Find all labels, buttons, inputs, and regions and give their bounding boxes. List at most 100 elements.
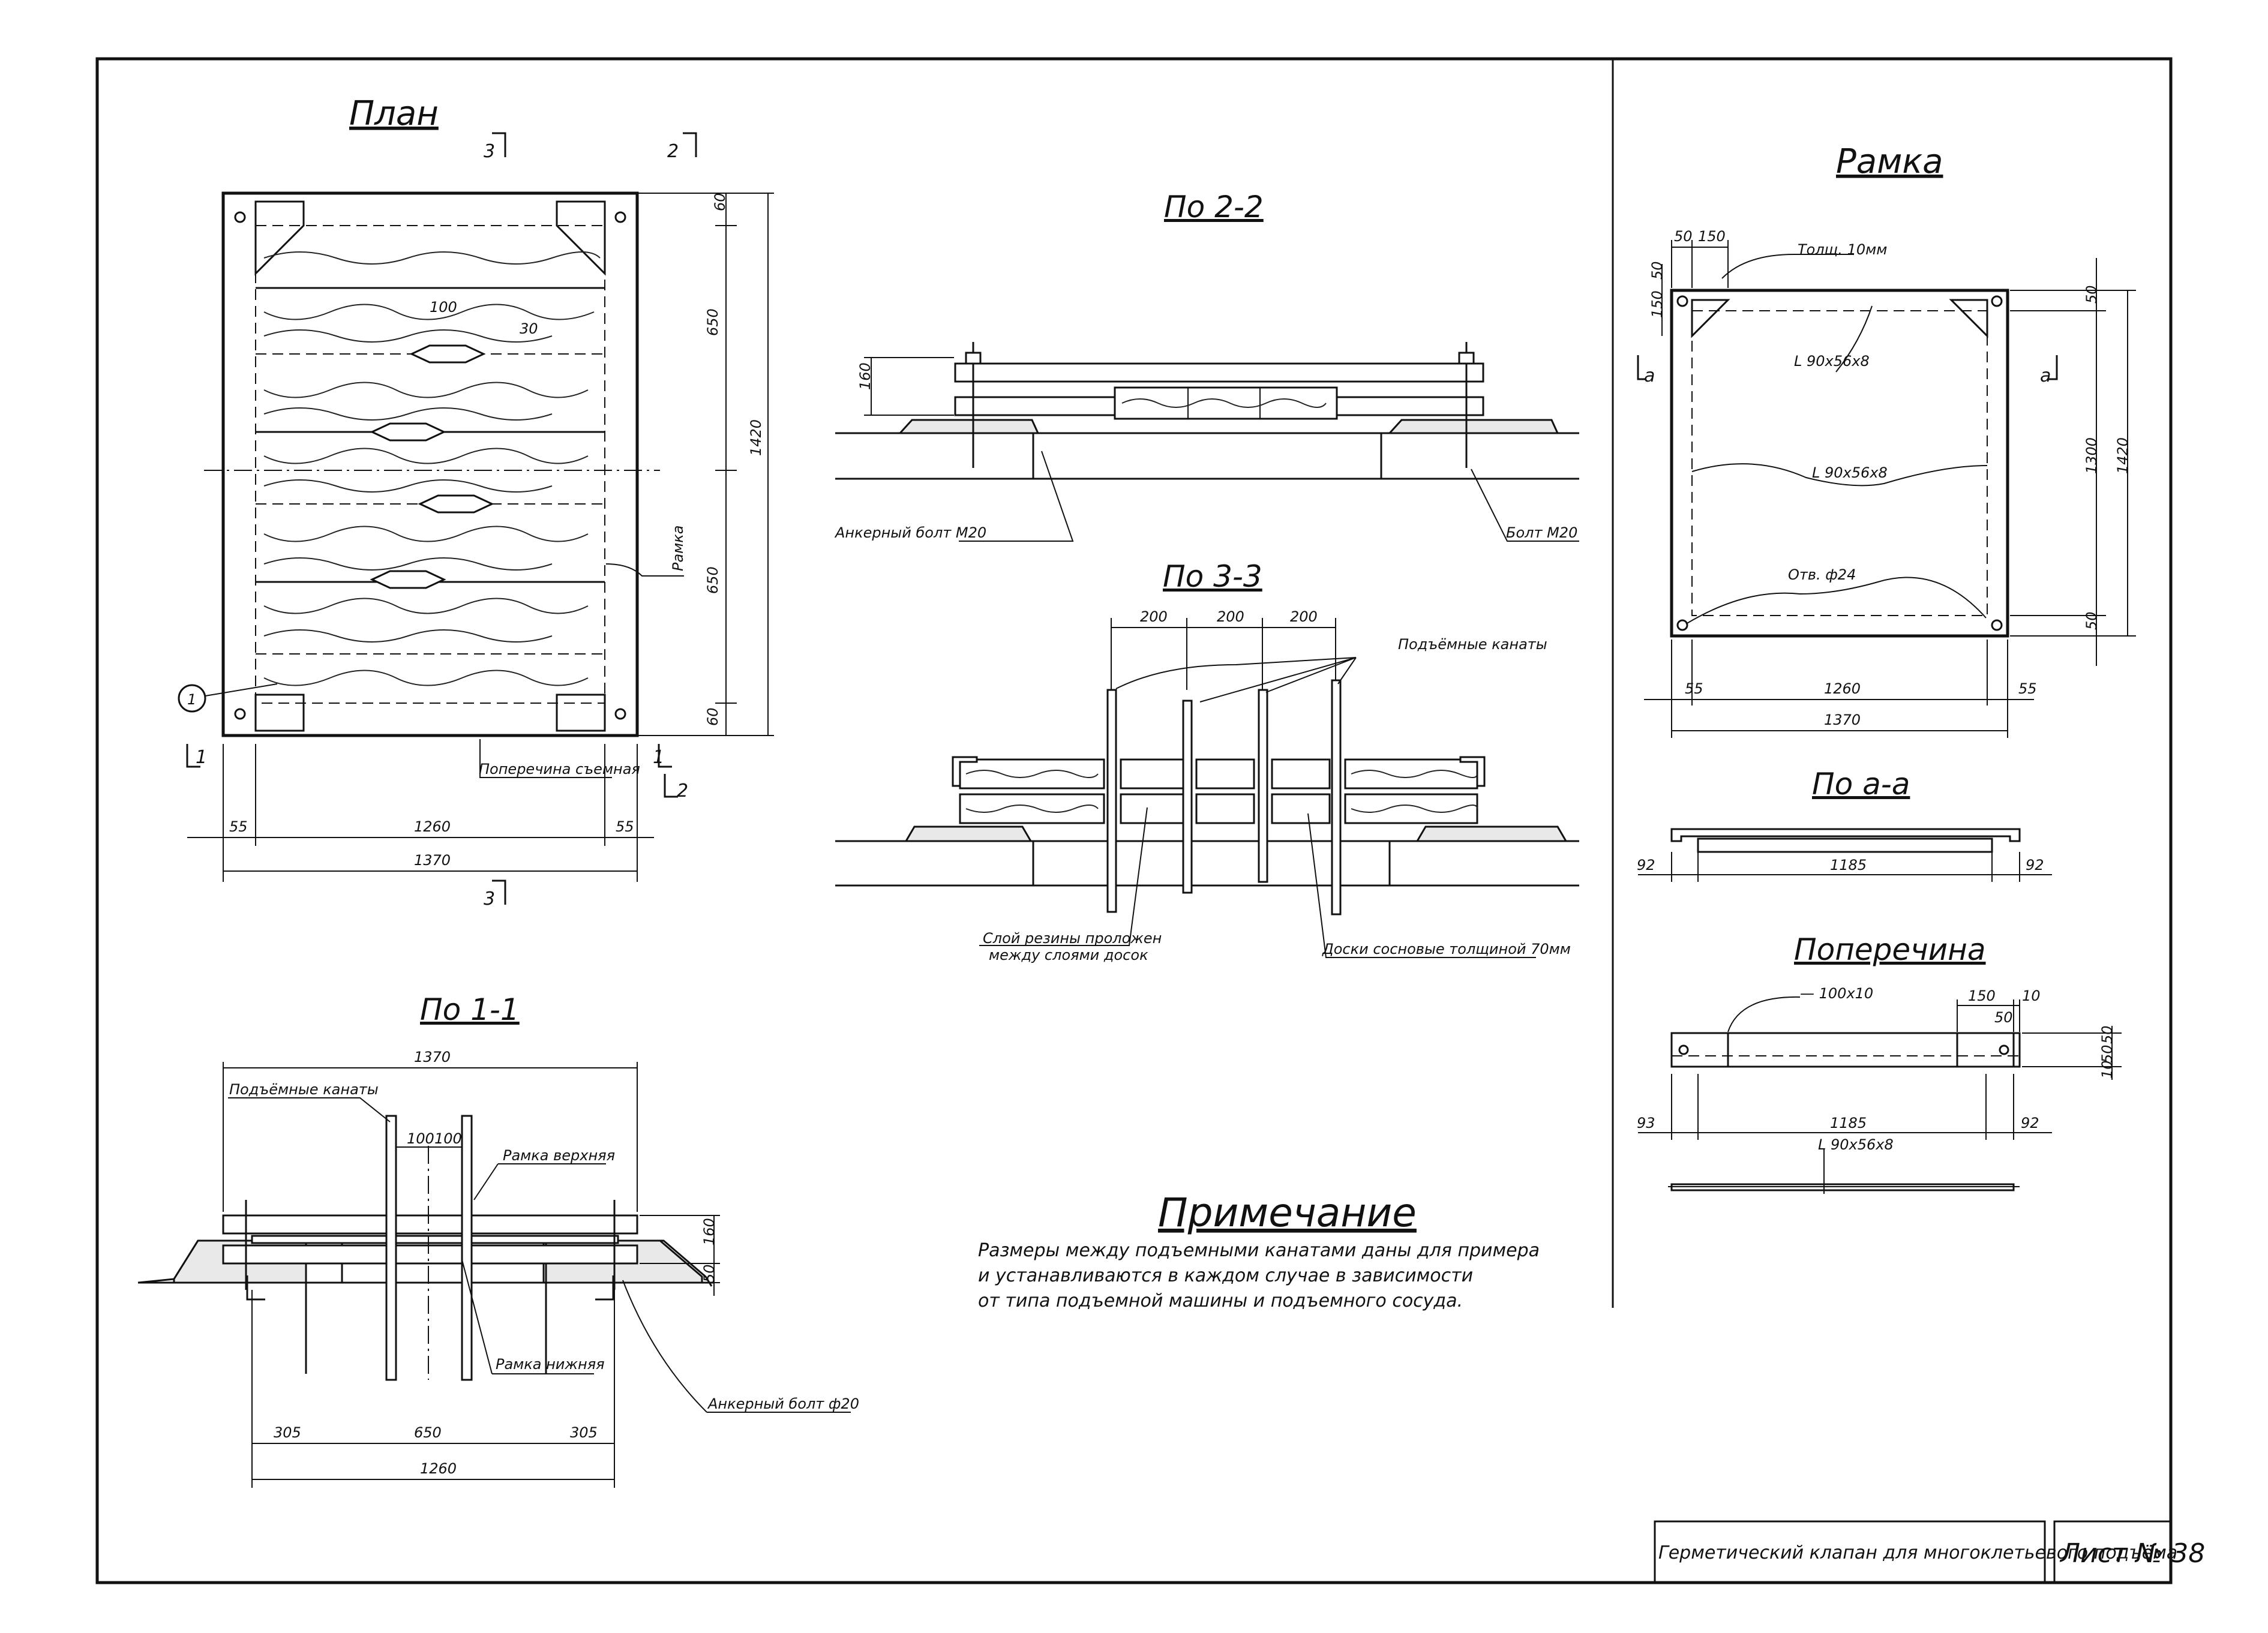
sec11-dim-305-left: 305 <box>274 1424 301 1441</box>
frame-title: Рамка <box>1836 142 1943 181</box>
sec33-rope-2 <box>1182 700 1193 894</box>
hole-tl <box>234 211 246 223</box>
frame-gusset-left <box>1691 299 1730 338</box>
sec33-boards <box>952 756 1486 824</box>
callout-1-text: 1 <box>187 691 196 708</box>
sec11-rope-2 <box>461 1115 473 1381</box>
sheet-border <box>95 57 2173 1584</box>
secaa-frame-top <box>1670 828 2021 842</box>
section-1-1: По 1-1 1370 100 100 Подъёмные канаты Рам… <box>137 992 859 1488</box>
sec22-title: По 2-2 <box>1164 190 1264 224</box>
sec11-lower-frame <box>222 1244 638 1265</box>
sec22-upper-frame <box>954 362 1484 383</box>
gusset-br <box>556 694 606 732</box>
title-block: Герметический клапан для многоклетьевого… <box>1654 1520 2205 1584</box>
stamp-sheet: Лист № 38 <box>2059 1538 2205 1569</box>
sec11-dim-100-b: 100 <box>434 1130 462 1147</box>
plan-dim-1260: 1260 <box>414 818 451 835</box>
wood-grain <box>263 251 601 686</box>
sec33-concrete-left <box>904 825 1033 842</box>
frame-inner <box>1691 310 1988 616</box>
rope-plate-2 <box>370 422 446 442</box>
sec33-label-ropes: Подъёмные канаты <box>1398 636 1547 653</box>
hole-tr <box>614 211 626 223</box>
sec33-label-rubber-2: между слоями досок <box>989 947 1148 963</box>
crossbar-label-plate: — 100х10 <box>1800 985 1873 1002</box>
frame-hole-br <box>1991 619 2003 631</box>
section-3-3: По 3-3 200 200 200 <box>835 559 1579 963</box>
plan-label-frame: Рамка <box>670 526 686 572</box>
frame-cut-a-left: а <box>1644 365 1655 386</box>
sec11-dim-1260: 1260 <box>420 1460 457 1477</box>
crossbar-dim-50-v1: 50 <box>2099 1025 2116 1044</box>
crossbar-label-angle: L 90х56х8 <box>1818 1136 1894 1153</box>
note-title: Примечание <box>1158 1190 1417 1236</box>
sec22-dim-160: 160 <box>857 362 874 390</box>
secaa-dim-1185: 1185 <box>1830 857 1867 873</box>
secaa-dim-92-right: 92 <box>2026 857 2044 873</box>
plan-dim-60-bottom: 60 <box>704 707 721 726</box>
callout-1 <box>178 684 206 713</box>
secaa-frame-body <box>1697 837 1993 853</box>
frame-dim-50-top-right: 50 <box>2083 285 2100 304</box>
hole-bl <box>234 708 246 720</box>
crossbar-dim-10-v: 10 <box>2099 1060 2116 1079</box>
crossbar-dim-50: 50 <box>1994 1009 2013 1026</box>
frame-dim-50-v: 50 <box>1649 261 1666 280</box>
sec11-label-ropes: Подъёмные канаты <box>229 1081 379 1098</box>
plan-title: План <box>349 94 439 133</box>
plan-dim-650-a: 650 <box>704 308 721 336</box>
sec22-label-bolt: Болт М20 <box>1506 524 1577 541</box>
section-2-2: По 2-2 160 Анкерный болт М20 Болт М20 <box>834 190 1579 542</box>
frame-gusset-right <box>1949 299 1988 338</box>
note-line-3: от типа подъемной машины и подъемного со… <box>978 1290 1463 1311</box>
plan-view: План 3 2 1 1 2 3 <box>178 94 774 909</box>
stamp-title-cell <box>1654 1520 2046 1584</box>
sec11-title: По 1-1 <box>420 992 520 1027</box>
crossbar-dim-50-v2: 50 <box>2099 1044 2116 1063</box>
hole-br <box>614 708 626 720</box>
plan-dim-1420: 1420 <box>748 419 764 456</box>
plan-dim-1370: 1370 <box>414 852 451 869</box>
note-block: Примечание Размеры между подъемными кана… <box>978 1190 1540 1311</box>
sec33-rope-1 <box>1106 689 1117 913</box>
sec11-dim-305-right: 305 <box>570 1424 598 1441</box>
plan-label-crossbar: Поперечина съемная <box>479 761 640 778</box>
crossbar-dim-93: 93 <box>1637 1115 1655 1131</box>
sec33-label-boards: Доски сосновые толщиной 70мм <box>1322 941 1571 957</box>
frame-dim-150: 150 <box>1698 228 1726 245</box>
frame-hole-tl <box>1676 295 1688 307</box>
cut-mark-1-right: 1 <box>653 747 664 768</box>
crossbar-title: Поперечина <box>1794 932 1986 967</box>
cut-mark-3-bottom: 3 <box>484 888 495 909</box>
frame-dim-50-bottom-right: 50 <box>2083 611 2100 630</box>
plan-dim-30: 30 <box>520 320 538 337</box>
cut-mark-1-left: 1 <box>196 747 207 768</box>
sec11-label-upper: Рамка верхняя <box>503 1147 615 1164</box>
plan-dim-55-left: 55 <box>229 818 248 835</box>
frame-dim-55-right: 55 <box>2018 680 2037 697</box>
crossbar-dim-92: 92 <box>2021 1115 2039 1131</box>
sec22-boards <box>1114 386 1338 420</box>
frame-dim-1260: 1260 <box>1824 680 1861 697</box>
plan-frame-outline <box>221 191 639 737</box>
sec33-dim-200-c: 200 <box>1290 608 1318 625</box>
crossbar-view: Поперечина — 100х10 150 10 50 50 50 10 9… <box>1637 932 2122 1194</box>
sec33-rope-3 <box>1258 689 1268 883</box>
frame-label-hole: Отв. ф24 <box>1788 566 1856 583</box>
plan-dim-650-b: 650 <box>704 566 721 594</box>
sec11-dim-100-a: 100 <box>407 1130 434 1147</box>
secaa-title: По а-а <box>1812 767 1910 802</box>
cut-mark-3-top: 3 <box>484 141 495 162</box>
sec33-title: По 3-3 <box>1163 559 1262 594</box>
rope-plate-4 <box>370 570 446 589</box>
plan-cut-marks: 3 2 1 1 2 3 <box>186 132 697 909</box>
rope-plate-1 <box>409 344 486 364</box>
section-a-a: По а-а 92 1185 92 <box>1637 767 2052 882</box>
frame-outline <box>1670 289 2009 638</box>
sec11-dim-650: 650 <box>414 1424 442 1441</box>
sec11-rope-1 <box>385 1115 397 1381</box>
sec22-concrete-left <box>898 419 1040 434</box>
cut-mark-2-bottom: 2 <box>677 781 688 802</box>
crossbar-dim-150: 150 <box>1968 987 1996 1004</box>
